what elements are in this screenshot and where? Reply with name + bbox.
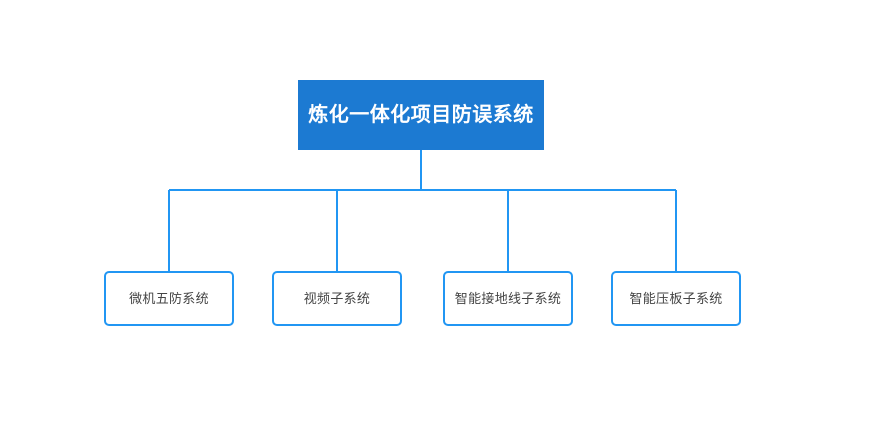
node-child-label: 智能压板子系统 <box>629 290 723 306</box>
node-child-shipin[interactable]: 视频子系统 <box>272 271 402 326</box>
node-child-label: 智能接地线子系统 <box>454 290 562 306</box>
node-root-label: 炼化一体化项目防误系统 <box>308 104 534 126</box>
node-root[interactable]: 炼化一体化项目防误系统 <box>298 80 544 150</box>
node-child-weiji-wufang[interactable]: 微机五防系统 <box>104 271 234 326</box>
node-child-yaban[interactable]: 智能压板子系统 <box>611 271 741 326</box>
node-child-label: 微机五防系统 <box>129 290 209 306</box>
node-child-label: 视频子系统 <box>303 290 371 306</box>
node-child-jiediyxian[interactable]: 智能接地线子系统 <box>443 271 573 326</box>
